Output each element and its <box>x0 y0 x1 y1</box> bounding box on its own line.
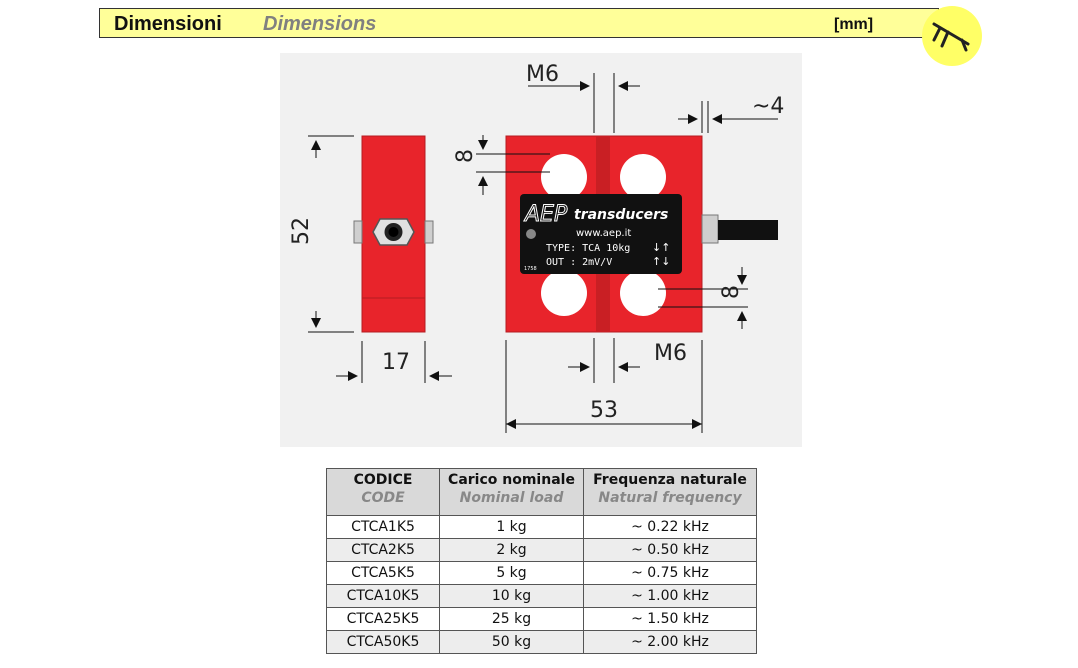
dimension-53: 53 <box>590 398 618 423</box>
dimension-52: 52 <box>289 217 314 245</box>
dimension-8-bottom: 8 <box>719 285 744 299</box>
dimension-4: ~4 <box>752 94 784 119</box>
cell-code: CTCA50K5 <box>326 630 440 654</box>
cell-load: 50 kg <box>439 630 584 654</box>
column-header-load: Carico nominale Nominal load <box>439 468 584 516</box>
column-header-code: CODICE CODE <box>326 468 440 516</box>
column-header-it: Carico nominale <box>448 472 575 488</box>
section-title-italian: Dimensioni <box>114 13 222 35</box>
table-header-row: CODICE CODE Carico nominale Nominal load… <box>326 468 757 516</box>
section-header: Dimensioni Dimensions [mm] <box>99 8 939 38</box>
arrows-up-down-icon: ↑↓ <box>652 255 670 268</box>
column-header-frequency: Frequenza naturale Natural frequency <box>583 468 757 516</box>
table-row: CTCA2K5 2 kg ~ 0.50 kHz <box>326 538 757 562</box>
dimension-8-top: 8 <box>453 149 478 163</box>
cell-load: 25 kg <box>439 607 584 631</box>
table-row: CTCA5K5 5 kg ~ 0.75 kHz <box>326 561 757 585</box>
cell-load: 10 kg <box>439 584 584 608</box>
cell-code: CTCA10K5 <box>326 584 440 608</box>
spec-table: CODICE CODE Carico nominale Nominal load… <box>326 468 757 654</box>
cell-frequency: ~ 0.50 kHz <box>583 538 757 562</box>
dimension-m6-top: M6 <box>526 62 559 87</box>
table-row: CTCA10K5 10 kg ~ 1.00 kHz <box>326 584 757 608</box>
dimension-lines <box>308 73 778 433</box>
label-type: TYPE: TCA 10kg <box>546 243 630 254</box>
cell-frequency: ~ 1.00 kHz <box>583 584 757 608</box>
cell-code: CTCA2K5 <box>326 538 440 562</box>
column-header-en: CODE <box>361 490 405 506</box>
cell-load: 2 kg <box>439 538 584 562</box>
cell-load: 5 kg <box>439 561 584 585</box>
unit-label: [mm] <box>834 16 874 33</box>
table-row: CTCA50K5 50 kg ~ 2.00 kHz <box>326 630 757 654</box>
cell-code: CTCA25K5 <box>326 607 440 631</box>
cell-frequency: ~ 1.50 kHz <box>583 607 757 631</box>
dimension-17: 17 <box>382 350 410 375</box>
section-title-english: Dimensions <box>263 13 377 35</box>
table-row: CTCA25K5 25 kg ~ 1.50 kHz <box>326 607 757 631</box>
cell-frequency: ~ 0.22 kHz <box>583 515 757 539</box>
cell-code: CTCA5K5 <box>326 561 440 585</box>
dimension-m6-bottom: M6 <box>654 341 687 366</box>
caliper-icon <box>922 6 982 66</box>
cell-code: CTCA1K5 <box>326 515 440 539</box>
label-brand-aep: AEP <box>523 202 568 227</box>
table-row: CTCA1K5 1 kg ~ 0.22 kHz <box>326 515 757 539</box>
dimension-drawing: AEP transducers www.aep.it TYPE: TCA 10k… <box>280 53 802 447</box>
cell-frequency: ~ 0.75 kHz <box>583 561 757 585</box>
column-header-en: Nominal load <box>459 490 564 506</box>
label-out: OUT : 2mV/V <box>546 257 612 268</box>
cell-load: 1 kg <box>439 515 584 539</box>
label-url: www.aep.it <box>576 228 631 239</box>
cell-frequency: ~ 2.00 kHz <box>583 630 757 654</box>
side-view <box>353 135 434 333</box>
column-header-it: CODICE <box>353 472 413 488</box>
front-view: AEP transducers www.aep.it TYPE: TCA 10k… <box>505 135 778 333</box>
column-header-it: Frequenza naturale <box>593 472 747 488</box>
column-header-en: Natural frequency <box>598 490 742 506</box>
arrows-up-down-icon: ↓↑ <box>652 241 670 254</box>
label-brand-transducers: transducers <box>574 207 668 223</box>
label-code: 1758 <box>524 266 537 272</box>
